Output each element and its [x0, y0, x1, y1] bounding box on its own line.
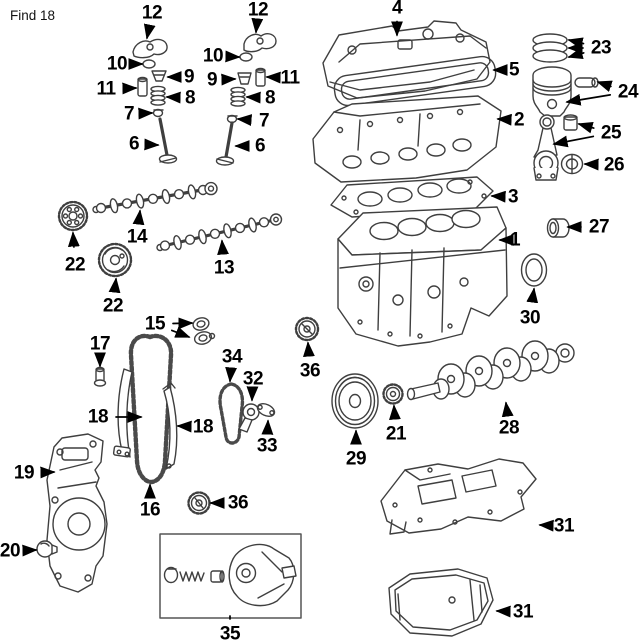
part-label-35[interactable]: 35: [219, 623, 241, 642]
part-label-18[interactable]: 18: [87, 406, 109, 428]
part-label-9[interactable]: 9: [183, 66, 195, 88]
part-label-33[interactable]: 33: [256, 435, 278, 457]
find-instruction: Find 18: [10, 8, 56, 23]
part-label-4[interactable]: 4: [391, 0, 403, 19]
part-crankshaft[interactable]: [406, 340, 575, 401]
part-label-30[interactable]: 30: [519, 307, 541, 329]
part-label-1[interactable]: 1: [509, 229, 521, 251]
part-label-24[interactable]: 24: [617, 81, 639, 103]
part-connecting-rod[interactable]: [533, 114, 584, 181]
part-cam-sprocket[interactable]: [57, 200, 89, 232]
part-timing-cover[interactable]: [46, 433, 108, 593]
part-balance-sprocket-upper[interactable]: [294, 316, 320, 342]
part-label-8[interactable]: 8: [264, 87, 276, 109]
part-crank-sprocket[interactable]: [382, 383, 404, 405]
part-label-22[interactable]: 22: [64, 254, 86, 276]
part-label-9[interactable]: 9: [206, 69, 218, 91]
part-label-25[interactable]: 25: [600, 122, 622, 144]
part-label-32[interactable]: 32: [242, 368, 264, 390]
part-label-6[interactable]: 6: [128, 133, 140, 155]
part-label-31[interactable]: 31: [512, 601, 534, 623]
part-label-34[interactable]: 34: [221, 346, 243, 368]
part-oil-pan-upper[interactable]: [380, 458, 537, 535]
part-vvt-sprocket[interactable]: [97, 242, 133, 278]
part-balance-sprocket-lower[interactable]: [187, 491, 211, 515]
part-tensioner-gasket[interactable]: [256, 401, 277, 419]
part-label-10[interactable]: 10: [202, 45, 224, 67]
part-label-27[interactable]: 27: [588, 216, 610, 238]
part-sealing-plug[interactable]: [36, 540, 58, 558]
part-chain-guide-left[interactable]: [112, 368, 133, 458]
part-crankshaft-seal[interactable]: [520, 253, 548, 287]
part-camshaft-exhaust[interactable]: [156, 213, 283, 252]
part-label-28[interactable]: 28: [498, 417, 520, 439]
part-oil-pump-assembly[interactable]: [159, 533, 302, 619]
part-label-19[interactable]: 19: [13, 462, 35, 484]
part-label-29[interactable]: 29: [345, 448, 367, 470]
part-chain-guide-right[interactable]: [162, 382, 178, 470]
part-label-21[interactable]: 21: [385, 423, 407, 445]
part-label-31[interactable]: 31: [553, 515, 575, 537]
part-label-12[interactable]: 12: [247, 0, 269, 21]
part-label-14[interactable]: 14: [126, 226, 148, 248]
part-label-13[interactable]: 13: [213, 257, 235, 279]
part-label-26[interactable]: 26: [603, 154, 625, 176]
part-label-17[interactable]: 17: [89, 333, 111, 355]
part-label-8[interactable]: 8: [184, 87, 196, 109]
part-crankshaft-pulley[interactable]: [331, 373, 379, 429]
part-label-20[interactable]: 20: [0, 540, 21, 562]
part-pilot-bushing[interactable]: [546, 218, 570, 238]
part-label-2[interactable]: 2: [513, 109, 525, 131]
part-camshaft-intake[interactable]: [92, 181, 218, 214]
part-cylinder-head[interactable]: [312, 95, 502, 183]
part-label-18[interactable]: 18: [192, 416, 214, 438]
part-label-15[interactable]: 15: [144, 313, 166, 335]
part-label-3[interactable]: 3: [507, 186, 519, 208]
part-oil-pump-chain[interactable]: [218, 382, 245, 445]
part-valvetrain-left[interactable]: [132, 38, 178, 164]
part-label-11[interactable]: 11: [280, 67, 300, 89]
part-timing-chain[interactable]: [128, 333, 174, 485]
part-label-10[interactable]: 10: [106, 53, 128, 75]
part-label-22[interactable]: 22: [102, 295, 124, 317]
part-label-6[interactable]: 6: [254, 135, 266, 157]
part-oil-pan-lower[interactable]: [388, 568, 494, 637]
part-label-12[interactable]: 12: [141, 2, 163, 24]
part-label-7[interactable]: 7: [258, 110, 270, 132]
part-label-23[interactable]: 23: [590, 37, 612, 59]
part-label-7[interactable]: 7: [123, 103, 135, 125]
part-label-36[interactable]: 36: [227, 492, 249, 514]
part-valvetrain-right[interactable]: [215, 33, 277, 166]
part-piston[interactable]: [532, 66, 599, 117]
part-label-16[interactable]: 16: [139, 499, 161, 521]
part-label-5[interactable]: 5: [508, 59, 520, 81]
part-label-11[interactable]: 11: [96, 78, 116, 100]
callout-arrows: [22, 17, 613, 620]
part-piston-rings[interactable]: [532, 33, 568, 63]
part-engine-block[interactable]: [337, 206, 508, 347]
part-bearing-caps[interactable]: [192, 316, 216, 346]
part-label-36[interactable]: 36: [299, 360, 321, 382]
part-tensioner-stud[interactable]: [93, 366, 107, 387]
